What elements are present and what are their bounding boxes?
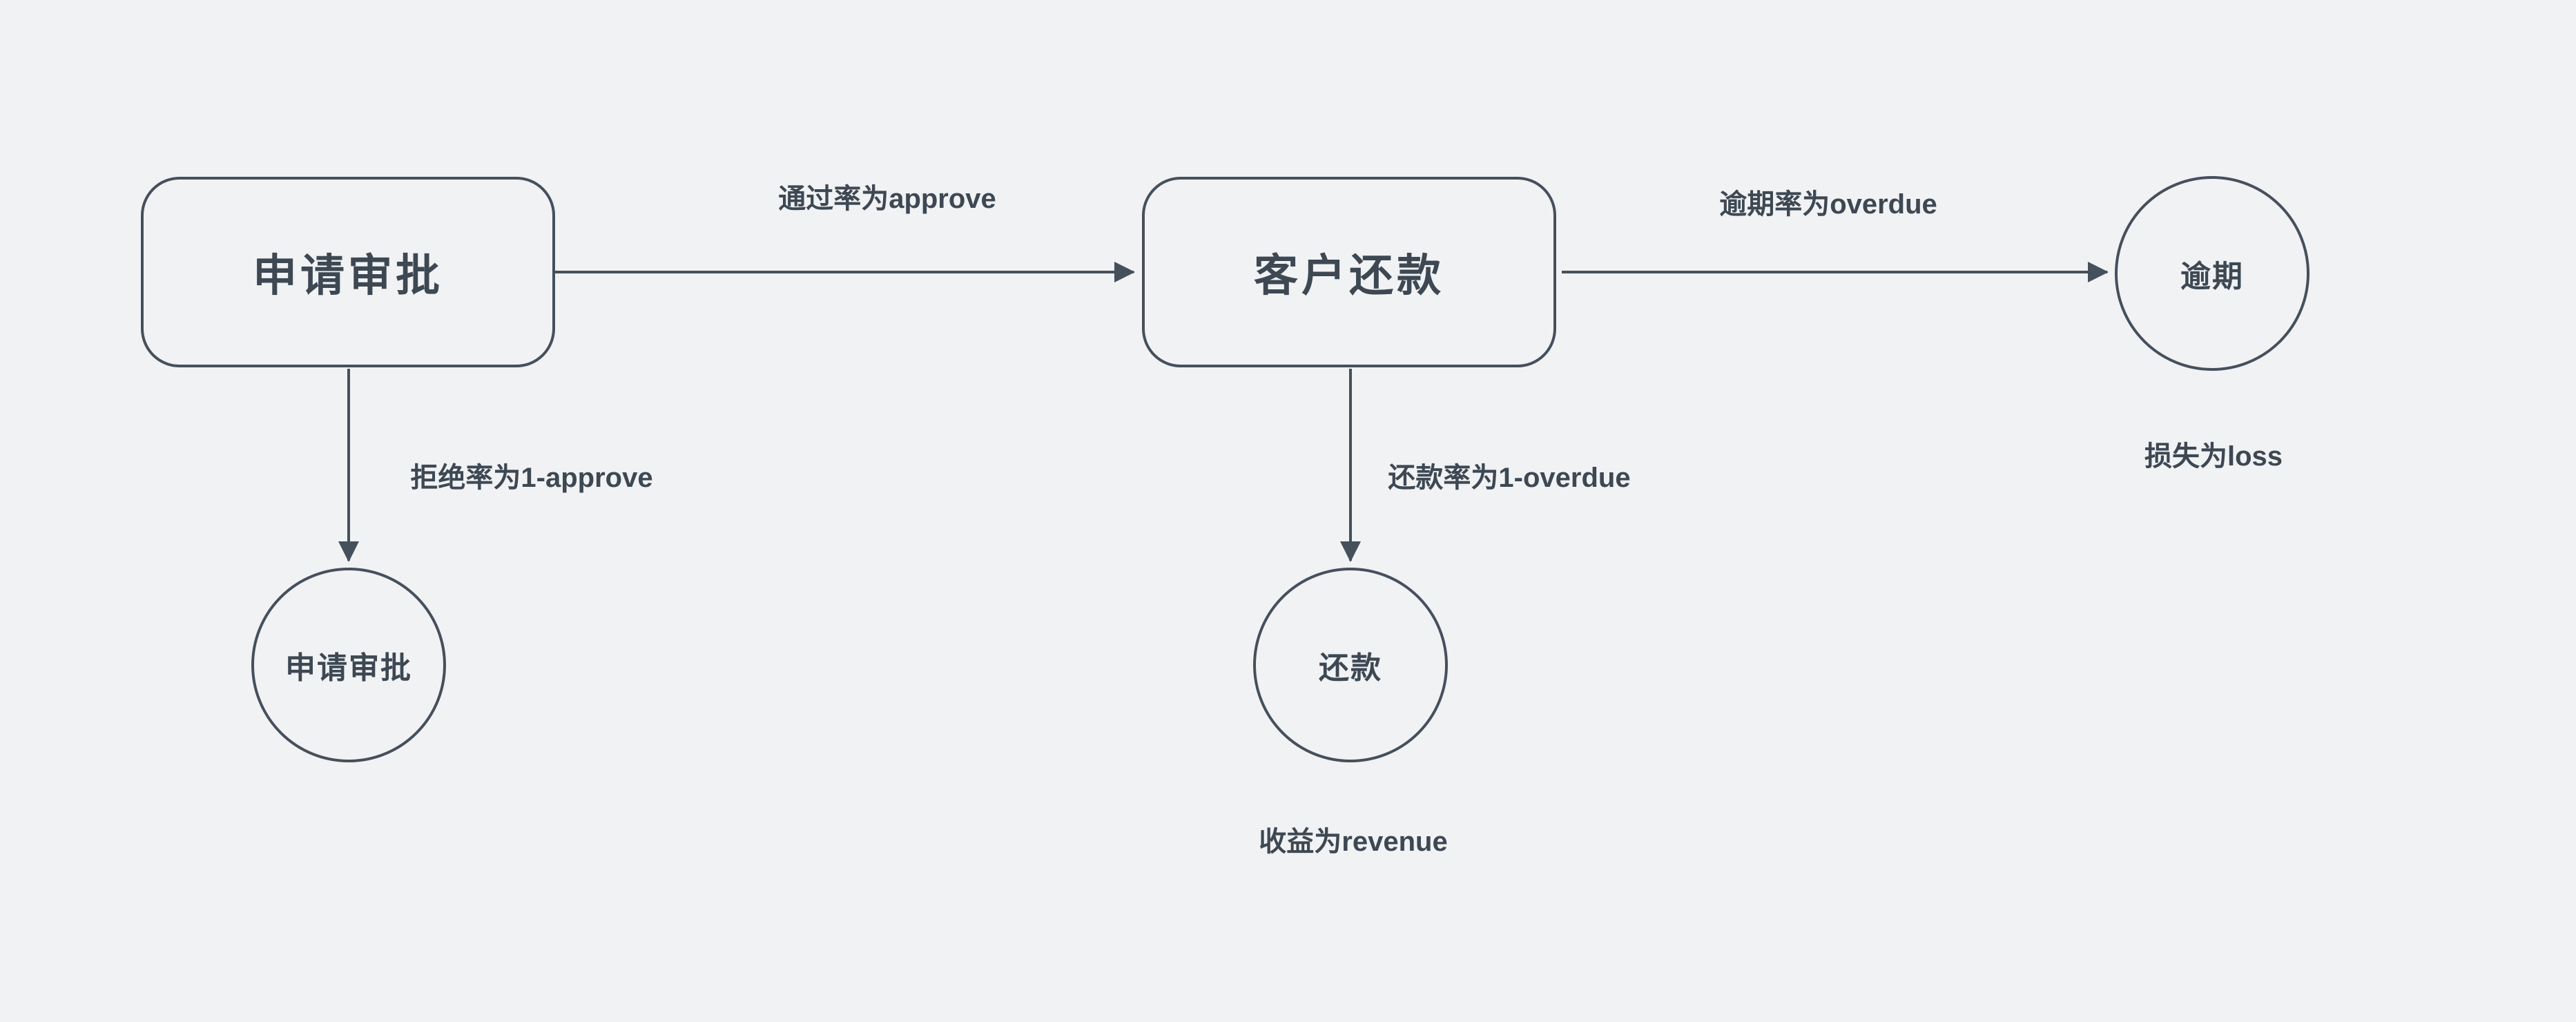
edge-label-repay-rate: 还款率为1-overdue xyxy=(1388,463,1631,493)
node-overdue-circle[interactable]: 逾期 xyxy=(2115,176,2309,371)
node-label: 申请审批 xyxy=(285,651,412,685)
node-application-approval[interactable]: 申请审批 xyxy=(141,177,555,367)
edge-label-approve-rate: 通过率为approve xyxy=(778,184,996,214)
annotation-loss: 损失为loss xyxy=(2144,441,2283,472)
node-label: 还款 xyxy=(1319,651,1382,685)
annotation-revenue: 收益为revenue xyxy=(1259,827,1448,857)
edge-label-overdue-rate: 逾期率为overdue xyxy=(1719,189,1937,220)
node-label: 申请审批 xyxy=(253,251,443,300)
node-label: 逾期 xyxy=(2180,260,2244,293)
node-customer-repayment[interactable]: 客户还款 xyxy=(1142,177,1556,367)
node-repay-circle[interactable]: 还款 xyxy=(1253,568,1448,762)
edge-label-reject-rate: 拒绝率为1-approve xyxy=(410,463,653,493)
node-label: 客户还款 xyxy=(1254,251,1444,300)
node-approval-circle[interactable]: 申请审批 xyxy=(251,568,446,762)
